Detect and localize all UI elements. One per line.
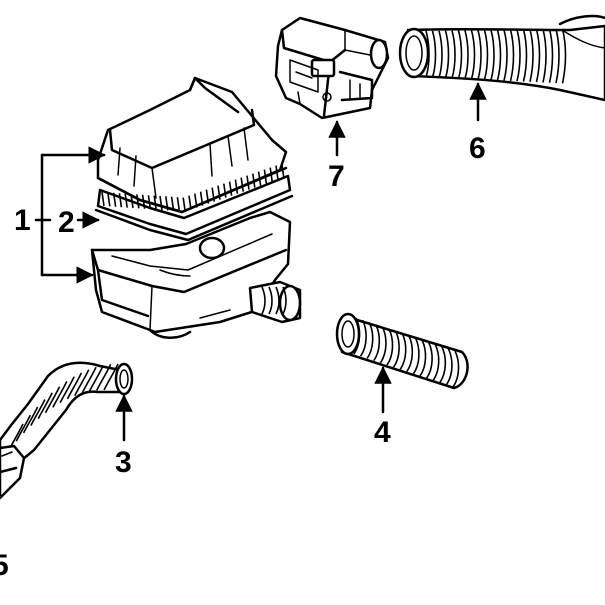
callout-1: 1	[14, 204, 31, 237]
callout-1-bracket	[34, 146, 106, 284]
callout-2: 2	[58, 206, 75, 239]
callout-5: 5	[0, 549, 9, 582]
callout-7: 7	[328, 160, 345, 193]
air-filter-element	[94, 163, 294, 242]
callout-4: 4	[374, 416, 391, 449]
callout-3: 3	[115, 446, 132, 479]
intake-duct-lower	[0, 361, 134, 480]
air-cleaner-lid	[96, 76, 288, 214]
air-flow-meter	[274, 16, 390, 120]
intake-duct-middle	[335, 312, 469, 390]
intake-duct-outlet	[0, 444, 26, 500]
callout-6: 6	[469, 132, 486, 165]
air-cleaner-case	[90, 210, 302, 339]
intake-hose-upper	[398, 14, 605, 102]
